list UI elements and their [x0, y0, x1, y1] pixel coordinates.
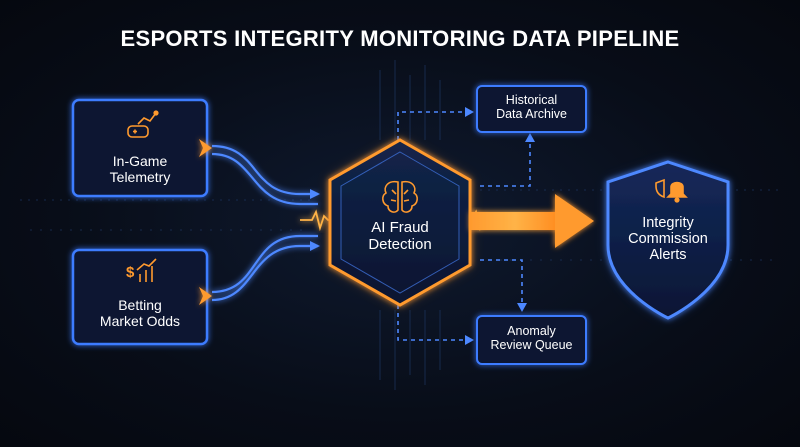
- shield-bell-icon: [655, 178, 688, 203]
- telemetry-label-line2: Telemetry: [109, 168, 171, 185]
- connector-arrowheads: [465, 107, 535, 345]
- archive-connectors: [397, 111, 531, 187]
- archive-label-line1: Historical: [505, 93, 558, 107]
- svg-text:$: $: [126, 264, 135, 281]
- input-flow-lines: [211, 144, 318, 302]
- odds-label: Betting Market Odds: [73, 297, 207, 329]
- ai-node: [328, 138, 472, 307]
- ai-label: AI Fraud Detection: [340, 219, 460, 254]
- ai-label-line2: Detection: [368, 235, 432, 253]
- input-chevrons: [199, 139, 212, 305]
- alerts-node: [606, 160, 730, 320]
- input-flow-arrowheads: [310, 189, 320, 251]
- telemetry-label: In-Game Telemetry: [73, 153, 207, 185]
- archive-label: Historical Data Archive: [477, 93, 586, 121]
- archive-label-line2: Data Archive: [496, 107, 567, 121]
- review-node: [476, 315, 587, 365]
- review-label-line1: Anomaly: [507, 324, 556, 338]
- odds-label-line1: Betting: [118, 297, 162, 313]
- gamepad-chart-icon: [127, 110, 159, 138]
- archive-node: [476, 85, 587, 133]
- telemetry-label-line1: In-Game: [112, 153, 168, 169]
- review-connectors: [397, 259, 523, 341]
- output-arrow: [470, 194, 594, 248]
- review-label-line2: Review Queue: [490, 338, 573, 352]
- alerts-label: Integrity Commission Alerts: [608, 215, 728, 264]
- alerts-label-line1: Integrity: [642, 215, 694, 231]
- odds-label-line2: Market Odds: [99, 312, 181, 329]
- brain-icon: [382, 180, 418, 213]
- ai-label-line1: AI Fraud: [371, 219, 429, 236]
- alerts-label-line3: Alerts: [649, 247, 687, 264]
- alerts-label-line2: Commission: [628, 231, 708, 248]
- dollar-chart-icon: $: [126, 258, 157, 282]
- review-label: Anomaly Review Queue: [477, 324, 586, 352]
- page-title: ESPORTS INTEGRITY MONITORING DATA PIPELI…: [120, 26, 680, 51]
